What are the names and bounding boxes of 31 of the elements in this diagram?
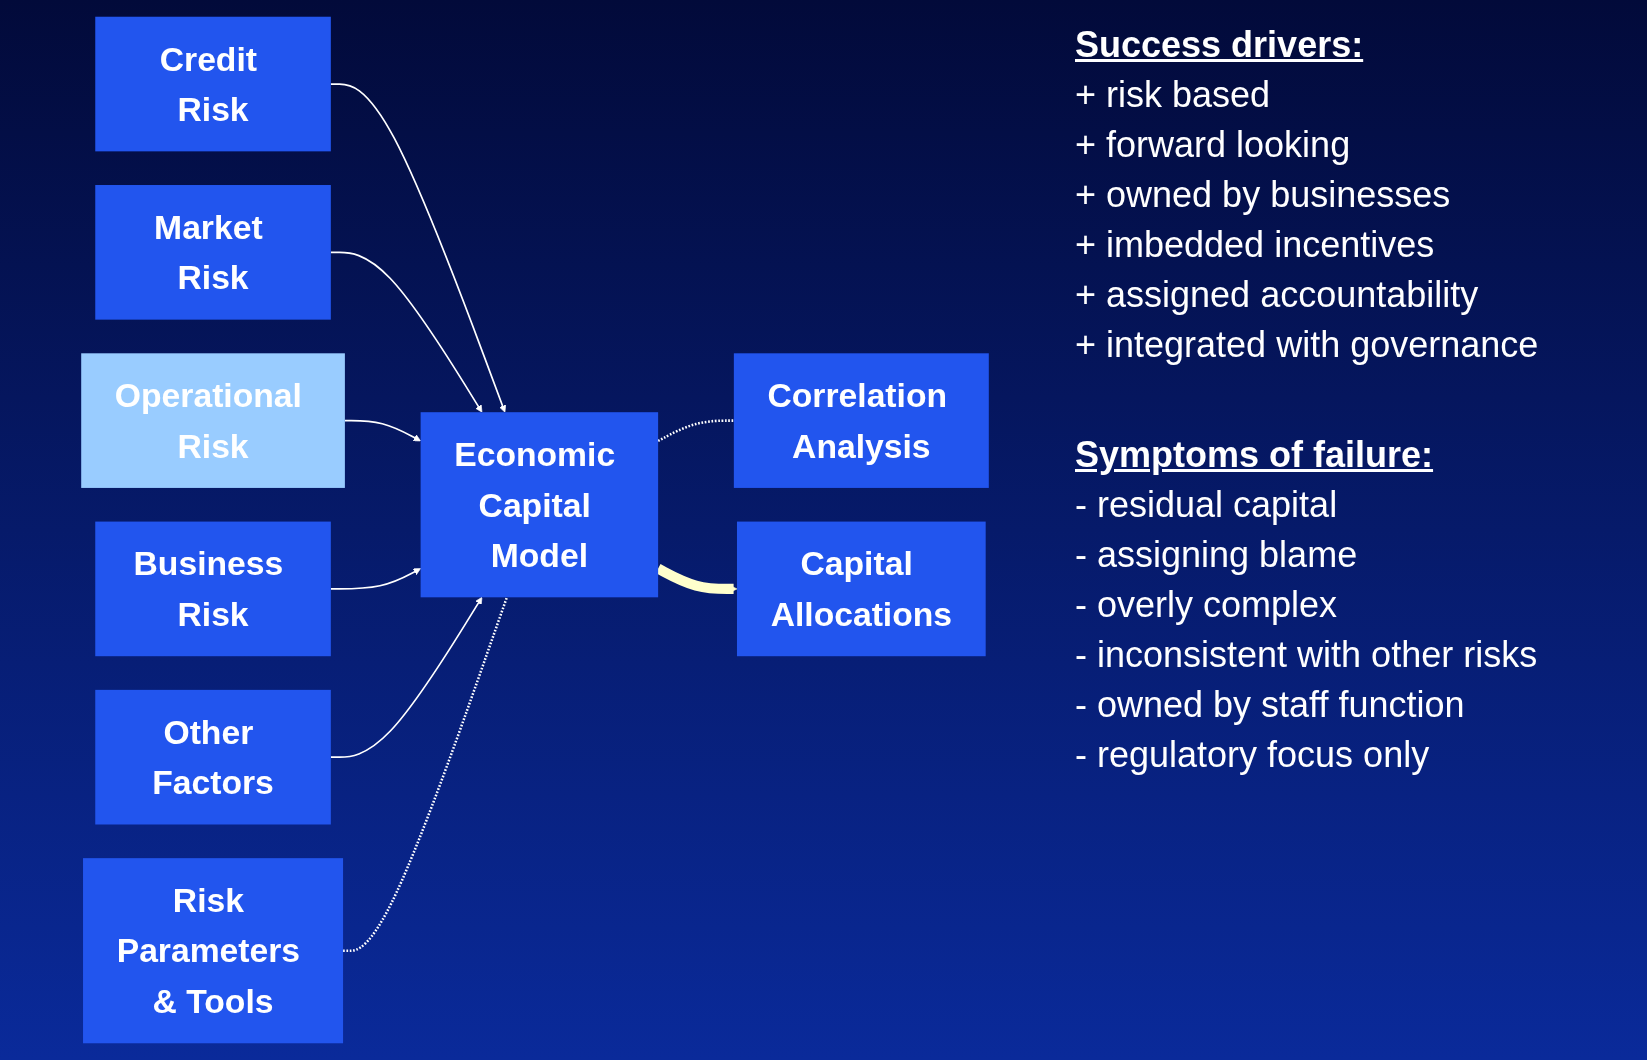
node-box bbox=[420, 412, 659, 598]
node-box bbox=[81, 353, 345, 488]
arrow bbox=[330, 597, 483, 758]
node-box bbox=[83, 858, 344, 1044]
node-box bbox=[736, 521, 986, 657]
node-box bbox=[95, 689, 331, 825]
list-item: + imbedded incentives bbox=[1075, 223, 1435, 267]
list-item: - owned by staff function bbox=[1075, 683, 1465, 727]
connector bbox=[657, 419, 734, 443]
list-item: - inconsistent with other risks bbox=[1075, 633, 1538, 677]
list-heading: Symptoms of failure: bbox=[1075, 433, 1434, 477]
node-box bbox=[95, 521, 331, 657]
node-box bbox=[95, 16, 331, 152]
list-item: + assigned accountability bbox=[1075, 273, 1479, 317]
arrow bbox=[330, 251, 483, 413]
list-item: - assigning blame bbox=[1075, 533, 1358, 577]
arrow bbox=[330, 83, 507, 413]
list-item: + risk based bbox=[1075, 73, 1271, 117]
list-item: + integrated with governance bbox=[1075, 323, 1539, 367]
list-item: + forward looking bbox=[1075, 123, 1351, 167]
node-box bbox=[733, 353, 989, 488]
arrow bbox=[330, 568, 421, 590]
arrow bbox=[344, 419, 421, 442]
flow-diagram: Credit Risk Market Risk Operational Risk Business Risk Other Factors Risk Parameters & Tools Economic Capital Model Correlation Analysis Capital Allocations bbox=[10, 10, 1060, 1050]
list-item: + owned by businesses bbox=[1075, 173, 1451, 217]
connector bbox=[343, 596, 509, 952]
list-heading: Success drivers: bbox=[1075, 23, 1364, 67]
list-item: - regulatory focus only bbox=[1075, 733, 1430, 777]
list-item: - overly complex bbox=[1075, 583, 1338, 627]
list-item: - residual capital bbox=[1075, 483, 1338, 527]
node-box bbox=[95, 185, 331, 320]
